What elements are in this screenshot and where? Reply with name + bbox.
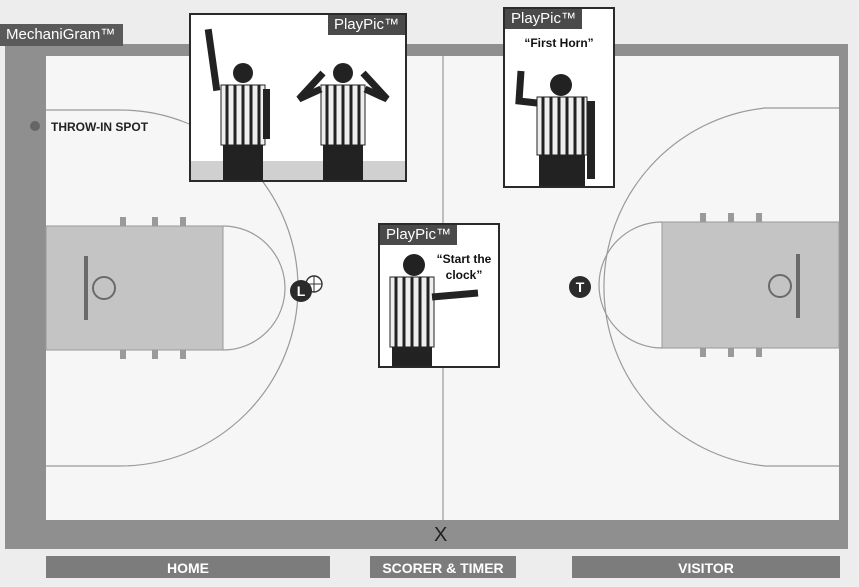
mechanigram-title: MechaniGram™ xyxy=(0,24,123,46)
lead-official-marker: L xyxy=(290,280,312,302)
throw-in-spot-label: THROW-IN SPOT xyxy=(51,120,148,134)
playpic-caption: “Start the clock” xyxy=(428,251,500,283)
home-bench-bar: HOME xyxy=(46,556,330,578)
playpic-photo-2: PlayPic™ “First Horn” xyxy=(503,7,615,188)
left-lane xyxy=(46,226,223,350)
referee-figure xyxy=(205,29,270,180)
visitor-bench-bar: VISITOR xyxy=(572,556,840,578)
table-official-marker: X xyxy=(434,524,447,547)
playpic-label: PlayPic™ xyxy=(505,9,582,29)
trail-official-marker: T xyxy=(569,276,591,298)
playpic-label: PlayPic™ xyxy=(380,225,457,245)
playpic-photo-1: PlayPic™ xyxy=(189,13,407,182)
throw-in-spot-dot xyxy=(30,121,40,131)
right-lane xyxy=(662,222,839,348)
playpic-caption: “First Horn” xyxy=(515,35,603,51)
playpic-photo-3: PlayPic™ “Start the clock” xyxy=(378,223,500,368)
referee-figure xyxy=(519,71,595,186)
playpic-label: PlayPic™ xyxy=(328,15,405,35)
scorer-timer-bar: SCORER & TIMER xyxy=(370,556,516,578)
